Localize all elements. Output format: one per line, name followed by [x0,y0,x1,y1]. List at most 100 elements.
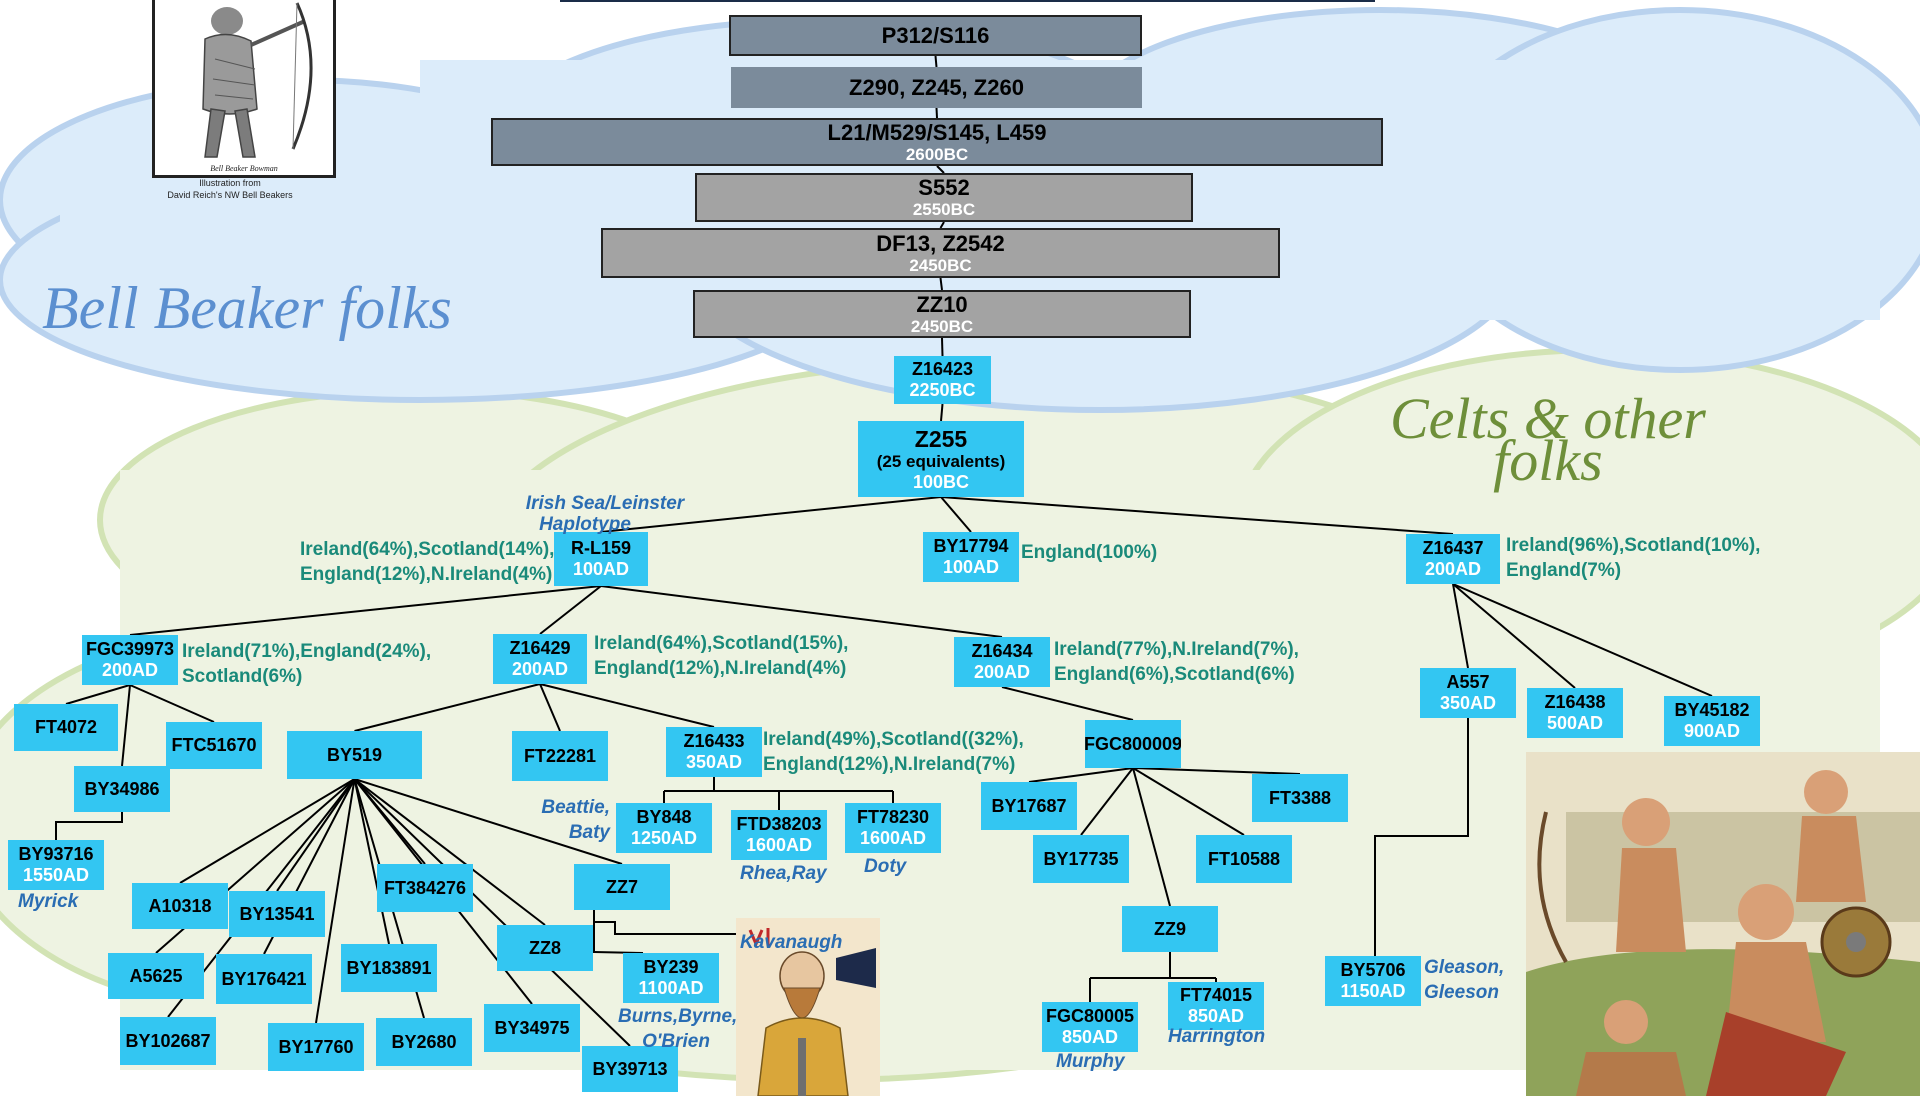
surname-doty: Doty [864,855,906,880]
node-by93716: BY93716 1550AD [8,840,104,890]
dist-z16433-line2: England(12%),N.Ireland(7%) [763,753,1016,775]
surname-doty-text: Doty [864,856,907,877]
node-by239-name: BY239 [643,957,699,978]
node-by239: BY239 1100AD [623,953,719,1003]
node-z16433-name: Z16433 [683,731,745,752]
node-by17735: BY17735 [1033,835,1129,883]
node-by5706: BY5706 1150AD [1325,956,1421,1006]
node-by102687-name: BY102687 [125,1030,211,1051]
node-z16438-name: Z16438 [1544,692,1606,713]
node-by93716-date: 1550AD [22,865,90,885]
node-rl159-date: 100AD [572,559,630,579]
node-p312: P312/S116 [729,15,1142,56]
dist-z16437-line1: Ireland(96%),Scotland(10%), [1506,535,1761,556]
node-ft384276-name: FT384276 [383,877,467,898]
dist-z16434-line2: England(6%),Scotland(6%) [1054,663,1295,685]
node-by2680-name: BY2680 [391,1031,457,1052]
bell-beaker-title: Bell Beaker folks [42,275,452,341]
node-s552: S552 2550BC [695,173,1193,222]
node-by45182-name: BY45182 [1674,700,1750,721]
node-l21-name: L21/M529/S145, L459 [827,119,1047,145]
node-by519: BY519 [287,731,422,779]
node-fgc800009-name: FGC800009 [1085,733,1181,754]
surname-kavanaugh: Kavanaugh [740,932,843,953]
surname-gleason-line1: Gleason, [1424,957,1505,978]
node-z16429-date: 200AD [511,659,569,679]
node-by17760-name: BY17760 [278,1036,354,1057]
surname-harrington: Harrington [1168,1025,1265,1050]
node-by239-date: 1100AD [638,978,704,998]
node-df13-name: DF13, Z2542 [876,230,1005,256]
node-z16429: Z16429 200AD [493,634,587,684]
node-by93716-name: BY93716 [18,844,94,865]
node-by848: BY848 1250AD [616,803,712,853]
node-ft78230-name: FT78230 [856,807,930,828]
dist-z16429: Ireland(64%),Scotland(15%), England(12%)… [594,632,848,681]
haplotype-label: Irish Sea/Leinster Haplotype [520,493,690,536]
dist-z16437: Ireland(96%),Scotland(10%), England(7%) [1506,534,1760,583]
node-ft4072: FT4072 [14,704,118,751]
node-ft3388-name: FT3388 [1268,787,1332,808]
node-z16423-name: Z16423 [911,359,974,380]
node-zz9: ZZ9 [1122,906,1218,952]
illustration-caption: Illustration from David Reich's NW Bell … [150,178,310,201]
bowman-inset-label: Bell Beaker Bowman [210,164,278,173]
top-banner-edge [560,0,1375,2]
node-ft22281-name: FT22281 [523,745,597,766]
node-a5625-name: A5625 [129,965,183,986]
node-ft4072-name: FT4072 [34,717,98,738]
node-rl159: R-L159 100AD [554,532,648,586]
node-zz8: ZZ8 [497,925,593,971]
node-zz9-name: ZZ9 [1153,918,1186,939]
node-by45182-date: 900AD [1683,721,1741,741]
surname-beattie: Beattie, Baty [530,796,610,845]
node-by17794: BY17794 100AD [923,532,1019,582]
node-a557-name: A557 [1446,672,1490,693]
celts-title-line1: Celts & other [1390,386,1706,451]
node-by17794-date: 100AD [942,557,1000,577]
surname-myrick-text: Myrick [18,891,79,912]
node-z16434-name: Z16434 [971,641,1033,662]
surname-murphy: Murphy [1056,1050,1125,1075]
node-by176421-name: BY176421 [221,968,307,989]
node-zz10-name: ZZ10 [916,291,968,317]
node-by183891: BY183891 [341,944,437,992]
dist-fgc39973-line2: Scotland(6%) [182,665,303,687]
node-a10318: A10318 [132,883,228,929]
dist-by17794: England(100%) [1021,541,1157,566]
node-z16423-date: 2250BC [909,380,976,400]
celtic-warriors-picture [1526,752,1920,1096]
bell-beaker-bowman-illustration: Bell Beaker Bowman [152,0,336,178]
node-z255: Z255 (25 equivalents) 100BC [858,421,1024,497]
dist-by17794-line1: England(100%) [1021,542,1158,563]
dist-fgc39973: Ireland(71%),England(24%), Scotland(6%) [182,640,431,689]
node-by519-name: BY519 [326,744,383,765]
node-z290-name: Z290, Z245, Z260 [849,74,1024,100]
surname-beattie-line2: Baty [568,821,610,843]
celts-title: Celts & other folks [1390,386,1706,493]
node-by34975-name: BY34975 [494,1017,570,1038]
dist-z16433: Ireland(49%),Scotland((32%), England(12%… [763,728,1024,777]
node-ftd38203-date: 1600AD [745,835,813,855]
surname-gleason: Gleason, Gleeson [1424,956,1504,1005]
node-ft74015-date: 850AD [1187,1006,1245,1026]
dist-fgc39973-line1: Ireland(71%),England(24%), [182,641,432,662]
node-ftd38203-name: FTD38203 [736,814,822,835]
celts-title-line2: folks [1493,427,1603,493]
node-fgc39973-date: 200AD [101,660,159,680]
dist-rl159-line1: Ireland(64%),Scotland(14%), [300,539,555,560]
node-a557: A557 350AD [1420,668,1516,718]
node-ft74015: FT74015 850AD [1168,982,1264,1030]
node-ft3388: FT3388 [1252,774,1348,822]
surname-rhea-text: Rhea,Ray [740,863,827,884]
node-zz7-name: ZZ7 [605,876,638,897]
surname-rhea: Rhea,Ray [740,862,827,887]
node-z16437: Z16437 200AD [1406,534,1500,584]
node-s552-date: 2550BC [912,200,976,220]
surname-beattie-line1: Beattie, [541,797,610,818]
node-z255-date: 100BC [912,471,970,492]
dist-z16434: Ireland(77%),N.Ireland(7%), England(6%),… [1054,638,1299,687]
dist-rl159: Ireland(64%),Scotland(14%), England(12%)… [300,538,555,587]
node-z16433: Z16433 350AD [666,727,762,777]
